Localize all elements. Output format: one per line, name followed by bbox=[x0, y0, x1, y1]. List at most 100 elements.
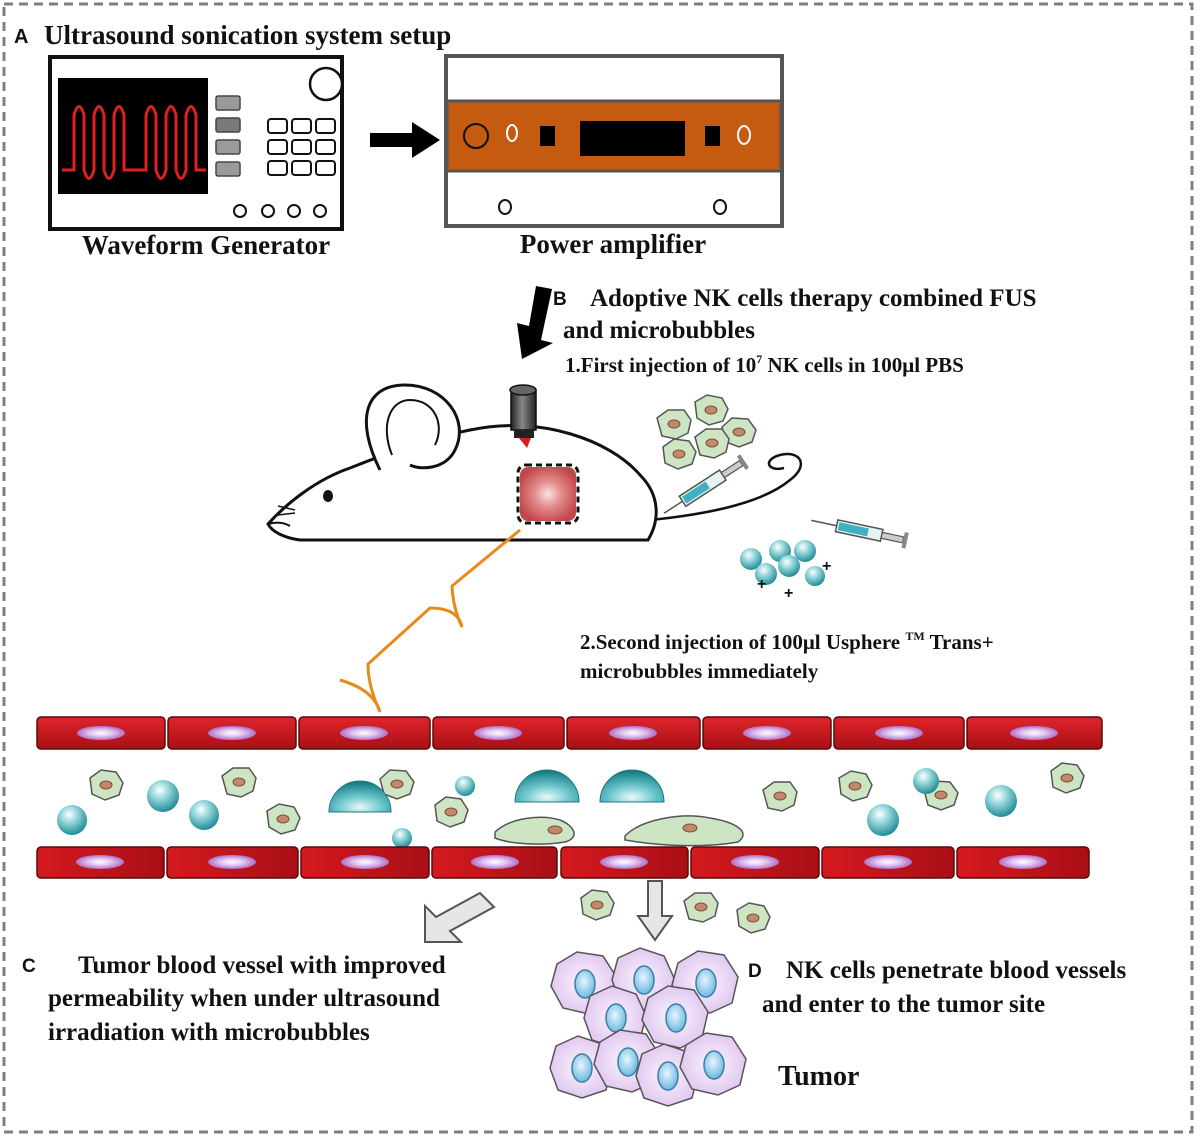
power-amplifier-label: Power amplifier bbox=[520, 229, 706, 259]
ultrasound-transducer bbox=[509, 384, 537, 448]
tumor-cell bbox=[641, 985, 709, 1049]
panel-a-letter: A bbox=[14, 26, 28, 48]
extravasating-nk-cell bbox=[494, 816, 575, 845]
nk-cell bbox=[762, 781, 798, 812]
amplifier-display bbox=[580, 121, 685, 156]
panel-d: D NK cells penetrate blood vessels and e… bbox=[549, 880, 1127, 1107]
mouse-tail bbox=[649, 452, 803, 522]
panel-b-letter: B bbox=[553, 289, 567, 310]
panel-d-line2: and enter to the tumor site bbox=[762, 991, 1045, 1018]
tumor-cell bbox=[593, 1029, 661, 1093]
microbubble bbox=[189, 800, 219, 830]
vessel-wall-top bbox=[36, 716, 1103, 750]
vessel-wall-bottom bbox=[36, 846, 1090, 879]
tumor-cell bbox=[679, 1032, 747, 1096]
panel-c-letter: C bbox=[22, 956, 36, 977]
endothelial-cell bbox=[566, 716, 701, 750]
panel-c-line1: Tumor blood vessel with improved bbox=[78, 952, 446, 979]
oscillating-microbubble bbox=[514, 769, 580, 803]
sonication-target bbox=[516, 463, 580, 525]
endothelial-cell bbox=[966, 716, 1103, 750]
panel-a-title: Ultrasound sonication system setup bbox=[44, 20, 451, 50]
endothelial-cell bbox=[36, 846, 165, 879]
panel-b-title-line1: Adoptive NK cells therapy combined FUS bbox=[590, 285, 1037, 312]
nk-cell bbox=[434, 796, 469, 828]
endothelial-cell bbox=[167, 716, 297, 750]
microbubble-syringe bbox=[811, 519, 909, 549]
charge-sign: + bbox=[784, 585, 793, 602]
microbubble bbox=[455, 776, 475, 796]
endothelial-cell bbox=[432, 716, 565, 750]
nk-cell-syringe bbox=[663, 454, 749, 514]
endothelial-cell bbox=[821, 846, 955, 879]
nk-cell bbox=[266, 803, 301, 835]
endothelial-cell bbox=[690, 846, 820, 879]
ultrasound-wave bbox=[339, 528, 521, 713]
nk-cell bbox=[89, 769, 124, 801]
microbubble bbox=[57, 805, 87, 835]
step1-text: 1.First injection of 107 NK cells in 100… bbox=[565, 352, 964, 377]
microbubble bbox=[913, 768, 939, 794]
vessel-lumen bbox=[57, 762, 1085, 848]
nk-cell bbox=[838, 770, 873, 802]
power-amplifier-device bbox=[444, 54, 784, 228]
arrow-amplifier-to-transducer bbox=[517, 286, 553, 359]
nk-cell-cluster bbox=[656, 394, 757, 470]
keypad bbox=[267, 118, 336, 176]
mouse-inner-ear bbox=[385, 398, 440, 456]
endothelial-cell bbox=[166, 846, 299, 879]
mouse-body bbox=[266, 424, 658, 542]
mouse-eye bbox=[323, 490, 333, 502]
nk-cell bbox=[1050, 762, 1085, 794]
tumor-label: Tumor bbox=[778, 1061, 859, 1092]
endothelial-cell bbox=[300, 846, 430, 879]
step2-text-line2: microbubbles immediately bbox=[580, 659, 819, 683]
blood-vessel bbox=[36, 716, 1103, 879]
endothelial-cell bbox=[431, 846, 558, 879]
function-keys bbox=[215, 95, 241, 177]
arrow-extravasation bbox=[636, 880, 674, 942]
nk-cell bbox=[221, 767, 257, 798]
panel-c-line3: irradiation with microbubbles bbox=[48, 1019, 370, 1046]
mouse-ear bbox=[364, 383, 461, 471]
control-knob bbox=[308, 66, 344, 102]
endothelial-cell bbox=[702, 716, 832, 750]
oscillating-microbubble bbox=[328, 780, 392, 813]
waveform-generator-label: Waveform Generator bbox=[82, 230, 330, 260]
endothelial-cell bbox=[560, 846, 689, 879]
arrow-generator-to-amplifier bbox=[370, 122, 440, 158]
panel-c: C Tumor blood vessel with improved perme… bbox=[22, 891, 496, 1046]
panel-d-line1: NK cells penetrate blood vessels bbox=[786, 957, 1127, 984]
arrow-permeability bbox=[424, 891, 496, 943]
extravasated-nk-cells bbox=[580, 889, 771, 934]
panel-b: B Adoptive NK cells therapy combined FUS… bbox=[266, 285, 1037, 713]
oscillating-microbubble bbox=[599, 769, 665, 803]
microbubble bbox=[985, 785, 1017, 817]
microbubble bbox=[147, 780, 179, 812]
waveform-generator-device bbox=[48, 55, 344, 231]
nk-cell bbox=[580, 889, 615, 921]
sine-waveform bbox=[62, 105, 206, 180]
step2-text: 2.Second injection of 100μl Usphere TM T… bbox=[580, 629, 994, 654]
endothelial-cell bbox=[956, 846, 1090, 879]
panel-a: A Ultrasound sonication system setup bbox=[14, 20, 784, 260]
tumor-mass bbox=[549, 947, 747, 1107]
endothelial-cell bbox=[36, 716, 166, 750]
microbubble bbox=[392, 828, 412, 848]
panel-d-letter: D bbox=[748, 961, 762, 982]
endothelial-cell bbox=[833, 716, 965, 750]
endothelial-cell bbox=[298, 716, 431, 750]
output-ports bbox=[233, 204, 327, 218]
microbubble bbox=[867, 804, 899, 836]
charge-sign: + bbox=[822, 558, 831, 575]
charge-sign: + bbox=[757, 576, 766, 593]
nk-cell bbox=[683, 892, 719, 923]
microbubble-cluster: + + + bbox=[740, 540, 831, 602]
tumor-cell bbox=[549, 1035, 613, 1099]
nk-cell bbox=[736, 902, 771, 934]
extravasating-nk-cell bbox=[624, 815, 744, 847]
panel-b-title-line2: and microbubbles bbox=[563, 317, 755, 344]
panel-c-line2: permeability when under ultrasound bbox=[48, 985, 440, 1012]
